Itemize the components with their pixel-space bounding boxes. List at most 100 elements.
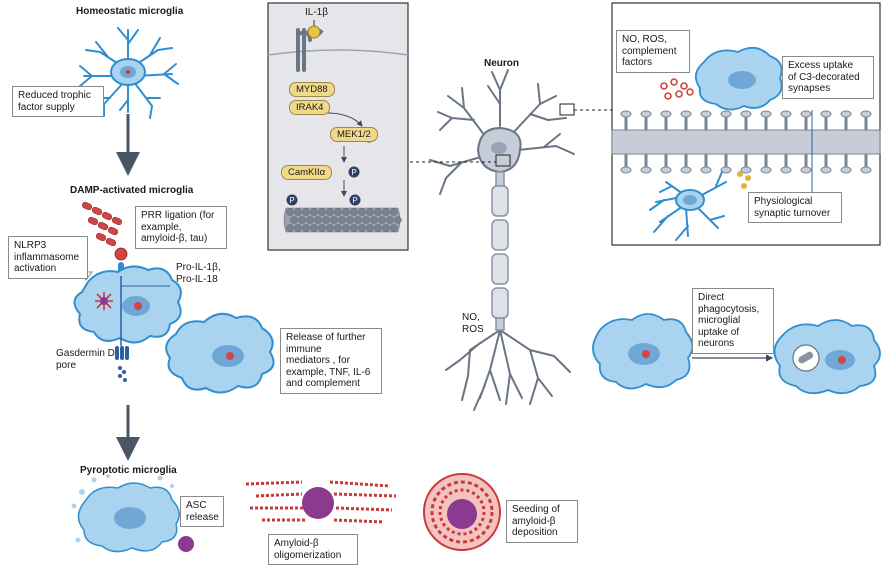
microtubule-bead: [294, 208, 302, 216]
microtubule-bead: [318, 208, 326, 216]
no-ros-complement-label: NO, ROS, complement factors: [616, 30, 690, 73]
gasdermin-pore-label: Gasdermin D pore: [56, 348, 115, 371]
amyloid-oligomer-icon: [245, 480, 397, 524]
il1-receptor-icon: [296, 20, 324, 72]
microtubule-bead: [390, 224, 398, 232]
prr-ligand-fibrils-icon: [81, 201, 128, 276]
microtubule-bead: [350, 208, 358, 216]
pro-il-label: Pro-IL-1β, Pro-IL-18: [176, 262, 221, 285]
microtubule-bead: [342, 208, 350, 216]
physiological-turnover-label: Physiological synaptic turnover: [748, 192, 842, 223]
microtubule-bead: [386, 216, 394, 224]
homeostatic-microglia-title: Homeostatic microglia: [76, 6, 184, 17]
homeostatic-microglia-icon: [79, 27, 179, 119]
neuron-no-ros-label: NO, ROS: [462, 312, 484, 335]
asc-speck-purple-icon: [178, 536, 194, 552]
pyroptotic-microglia-title: Pyroptotic microglia: [80, 465, 177, 476]
phosphate-label: P: [351, 168, 356, 177]
microtubule-bead: [286, 208, 294, 216]
microtubule-bead: [302, 208, 310, 216]
microtubule-bead: [362, 216, 370, 224]
microtubule-bead: [390, 208, 398, 216]
microtubule-bead: [378, 216, 386, 224]
microtubule-bead: [354, 216, 362, 224]
synapse-microglia-nucleus-icon: [728, 71, 756, 89]
amyloid-oligomerization-label: Amyloid-β oligomerization: [268, 534, 358, 565]
amyloid-plaque-icon: [423, 473, 501, 551]
microtubule-bead: [318, 224, 326, 232]
microtubule-bead: [322, 216, 330, 224]
phagocytic-right-dot-icon: [838, 356, 846, 364]
dendrite-shaft-icon: [611, 110, 881, 174]
direct-phagocytosis-label: Direct phagocytosis, microglial uptake o…: [692, 288, 774, 354]
prr-ligation-label: PRR ligation (for example, amyloid-β, ta…: [135, 206, 227, 249]
microtubule-bead: [366, 224, 374, 232]
seeding-deposition-label: Seeding of amyloid-β deposition: [506, 500, 578, 543]
damp-nucleus-dot-icon: [134, 302, 142, 310]
activated-nucleus-dot-icon: [226, 352, 234, 360]
phosphate-icon: P: [286, 194, 298, 206]
pyroptotic-nucleus-icon: [114, 507, 146, 529]
myd88-pill: MYD88: [289, 82, 335, 97]
phosphate-label: P: [289, 196, 294, 205]
microtubule-bead: [326, 208, 334, 216]
asc-release-label: ASC release: [180, 496, 224, 527]
microtubule-bead: [306, 216, 314, 224]
pruning-microglia-icon: [649, 171, 727, 241]
neuron-zoom-box-soma: [495, 154, 511, 167]
irak4-pill: IRAK4: [289, 100, 331, 115]
amyloid-core-icon: [302, 487, 334, 519]
phosphate-icon: P: [348, 166, 360, 178]
microtubule-bead: [346, 216, 354, 224]
phosphate-label: P: [352, 196, 357, 205]
neuron-nucleus-icon: [491, 142, 507, 154]
no-ros-molecules-icon: [660, 78, 694, 100]
microtubule-bead: [298, 216, 306, 224]
damp-microglia-title: DAMP-activated microglia: [70, 185, 194, 196]
microtubule-bead: [290, 216, 298, 224]
reduced-trophic-label: Reduced trophic factor supply: [12, 86, 104, 117]
phagocytic-left-dot-icon: [642, 350, 650, 358]
c3-complement-dots-icon: [737, 171, 751, 189]
microtubule-bead: [334, 208, 342, 216]
microtubule-bead: [394, 216, 402, 224]
microtubule-bead: [338, 216, 346, 224]
microtubule-bead: [358, 208, 366, 216]
il1b-label: IL-1β: [305, 7, 328, 18]
nlrp3-activation-label: NLRP3 inflammasome activation: [8, 236, 88, 279]
microtubule-bead: [366, 208, 374, 216]
neuron-axon-myelin-icon: [491, 171, 509, 331]
microtubule-bead: [302, 224, 310, 232]
microtubule-bead: [370, 216, 378, 224]
gasdermin-pore-icon: [115, 346, 129, 382]
neuron-icon: [429, 69, 575, 411]
camkii-pill: CamKIIα: [281, 165, 333, 180]
microtubule-bead: [358, 224, 366, 232]
microtubule-bead: [374, 224, 382, 232]
inset-membrane-line: [267, 49, 409, 56]
microtubule-bead: [310, 224, 318, 232]
microtubule-bead: [334, 224, 342, 232]
release-mediators-label: Release of further immune mediators , fo…: [280, 328, 382, 394]
microtubule-bead: [294, 224, 302, 232]
microtubule-bead: [382, 208, 390, 216]
microtubule-bead: [286, 224, 294, 232]
nlrp3-inflammasome-icon: [95, 292, 113, 310]
microtubule-beads-icon: [286, 208, 402, 232]
engulfed-neuron-fragment-icon: [798, 351, 814, 364]
microtubule-bead: [326, 224, 334, 232]
microtubule-bead: [342, 224, 350, 232]
microtubule-bead: [382, 224, 390, 232]
microtubule-bead: [330, 216, 338, 224]
mek12-pill: MEK1/2: [330, 127, 378, 142]
microtubule-bead: [374, 208, 382, 216]
microtubule-bead: [310, 208, 318, 216]
neuron-title: Neuron: [484, 58, 519, 69]
neuron-zoom-box-dendrite: [559, 103, 575, 116]
microtubule-bead: [350, 224, 358, 232]
excess-uptake-label: Excess uptake of C3-decorated synapses: [782, 56, 874, 99]
phosphate-icon: P: [349, 194, 361, 206]
microtubule-bead: [314, 216, 322, 224]
